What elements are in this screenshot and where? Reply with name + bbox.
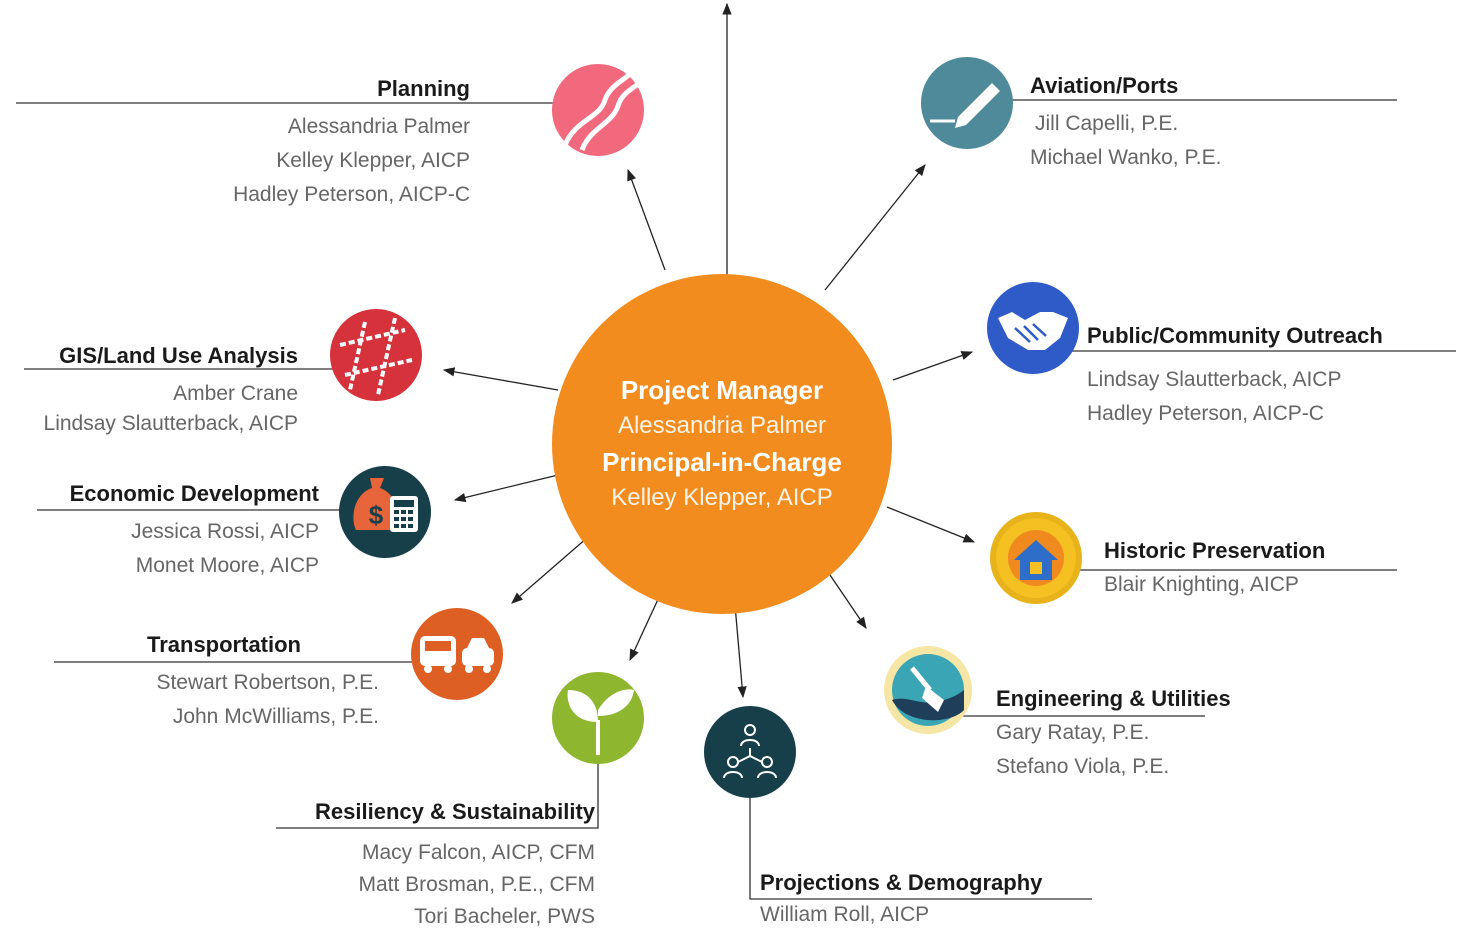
economic-person: Monet Moore, AICP	[135, 554, 319, 577]
engineering-title: Engineering & Utilities	[996, 686, 1231, 711]
connector-arrows	[442, 2, 976, 699]
leaf-icon	[552, 672, 644, 764]
outreach-person: Lindsay Slautterback, AICP	[1087, 368, 1342, 391]
transportation-person: Stewart Robertson, P.E.	[156, 671, 379, 694]
transportation-person: John McWilliams, P.E.	[172, 705, 379, 728]
resiliency-title: Resiliency & Sustainability	[315, 799, 595, 824]
center-labels: Project Manager Alessandria Palmer Princ…	[552, 279, 892, 609]
aviation-title: Aviation/Ports	[1030, 73, 1179, 98]
engineering-person: Stefano Viola, P.E.	[996, 755, 1170, 778]
node-economic: Economic Development Jessica Rossi, AICP…	[70, 481, 319, 583]
node-outreach: Public/Community Outreach Lindsay Slautt…	[1087, 323, 1383, 431]
planning-person: Alessandria Palmer	[287, 115, 470, 138]
projections-title: Projections & Demography	[760, 870, 1043, 895]
project-manager-name: Alessandria Palmer	[617, 412, 827, 439]
node-gis: GIS/Land Use Analysis Amber Crane Lindsa…	[44, 343, 298, 437]
gis-title: GIS/Land Use Analysis	[59, 343, 298, 368]
outreach-title: Public/Community Outreach	[1087, 323, 1383, 348]
heading-rules	[16, 99, 1456, 900]
shovel-icon	[884, 646, 972, 734]
aviation-person: Jill Capelli, P.E.	[1035, 112, 1179, 135]
svg-text:$: $	[369, 500, 384, 530]
money-bag-calculator-icon: $	[339, 466, 431, 558]
planning-person: Hadley Peterson, AICP-C	[233, 183, 470, 206]
projections-person: William Roll, AICP	[760, 903, 930, 926]
node-resiliency: Resiliency & Sustainability Macy Falcon,…	[315, 799, 595, 933]
principal-name: Kelley Klepper, AICP	[611, 484, 833, 511]
economic-person: Jessica Rossi, AICP	[131, 520, 319, 543]
node-engineering: Engineering & Utilities Gary Ratay, P.E.…	[996, 686, 1231, 784]
economic-title: Economic Development	[69, 481, 319, 506]
project-manager-role: Project Manager	[620, 375, 824, 405]
people-network-icon	[704, 706, 796, 798]
planning-title: Planning	[377, 76, 470, 101]
handshake-icon	[987, 282, 1079, 374]
house-gear-icon	[990, 512, 1082, 604]
gis-person: Lindsay Slautterback, AICP	[43, 412, 298, 435]
center-circle	[552, 274, 892, 614]
planning-person: Kelley Klepper, AICP	[276, 149, 470, 172]
engineering-person: Gary Ratay, P.E.	[996, 721, 1150, 744]
resiliency-person: Matt Brosman, P.E., CFM	[358, 873, 595, 896]
historic-person: Blair Knighting, AICP	[1104, 573, 1299, 596]
road-icon	[552, 64, 644, 156]
aviation-person: Michael Wanko, P.E.	[1030, 146, 1222, 169]
principal-role: Principal-in-Charge	[602, 447, 842, 477]
resiliency-person: Tori Bacheler, PWS	[414, 905, 595, 928]
pen-icon	[921, 57, 1013, 149]
node-planning: Planning Alessandria Palmer Kelley Klepp…	[233, 76, 470, 212]
resiliency-person: Macy Falcon, AICP, CFM	[361, 841, 595, 864]
node-aviation: Aviation/Ports Jill Capelli, P.E. Michae…	[1030, 73, 1221, 175]
outreach-person: Hadley Peterson, AICP-C	[1087, 402, 1324, 425]
gis-person: Amber Crane	[173, 382, 298, 405]
map-icon	[330, 309, 422, 401]
node-transportation: Transportation Stewart Robertson, P.E. J…	[147, 632, 379, 734]
cars-icon	[411, 608, 503, 700]
historic-title: Historic Preservation	[1104, 538, 1326, 563]
transportation-title: Transportation	[146, 632, 301, 657]
node-projections: Projections & Demography William Roll, A…	[760, 870, 1042, 932]
node-historic: Historic Preservation Blair Knighting, A…	[1104, 538, 1325, 602]
